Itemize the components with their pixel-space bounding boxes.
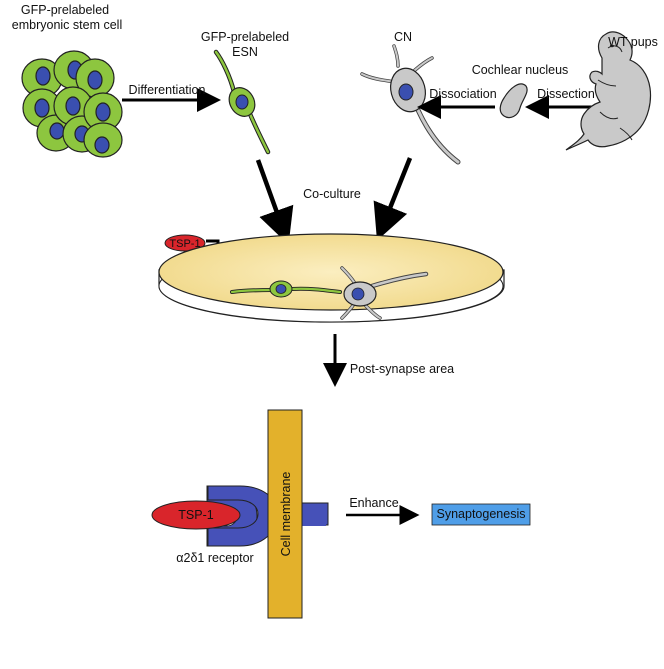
esn-label-line2: ESN xyxy=(232,45,258,59)
stem-cell-label-line2: embryonic stem cell xyxy=(12,18,122,32)
receptor-label: α2δ1 receptor xyxy=(176,551,253,565)
wt-pup xyxy=(565,31,652,151)
cn-neuron xyxy=(360,44,461,165)
synaptogenesis-label: Synaptogenesis xyxy=(437,507,526,521)
embryonic-stem-cell-cluster xyxy=(21,50,123,158)
dissection-label: Dissection xyxy=(537,87,595,101)
enhance-label: Enhance xyxy=(349,496,398,510)
cn-label: CN xyxy=(394,30,412,44)
esn-in-dish xyxy=(230,280,342,298)
stem-cell-label-line1: GFP-prelabeled xyxy=(21,3,109,17)
cn-in-dish xyxy=(340,266,429,320)
cochlear-nucleus-label: Cochlear nucleus xyxy=(472,63,569,77)
cochlear-nucleus-shape xyxy=(499,83,528,119)
cell-membrane-bar xyxy=(267,409,303,619)
tsp1-large-ellipse xyxy=(151,500,241,530)
dissociation-label: Dissociation xyxy=(429,87,496,101)
stem-cell xyxy=(83,122,123,158)
differentiation-label: Differentiation xyxy=(129,83,206,97)
synaptogenesis-box xyxy=(431,503,531,526)
tsp1-small-label: TSP-1 xyxy=(169,238,200,250)
tsp1-small-ellipse xyxy=(164,234,206,252)
post-synapse-label: Post-synapse area xyxy=(350,362,454,376)
esn-neuron xyxy=(213,49,271,155)
esn-label-line1: GFP-prelabeled xyxy=(201,30,289,44)
wt-pups-label: WT pups xyxy=(608,35,658,49)
stem-cell xyxy=(21,58,63,98)
cell-membrane-label: Cell membrane xyxy=(279,472,293,557)
tsp1-large-label: TSP-1 xyxy=(178,508,213,522)
co-culture-label: Co-culture xyxy=(303,187,361,201)
co-culture-arrow-right xyxy=(373,157,413,241)
co-culture-arrow-left xyxy=(255,159,294,245)
culture-dish xyxy=(158,233,505,323)
stem-cell xyxy=(75,58,115,98)
